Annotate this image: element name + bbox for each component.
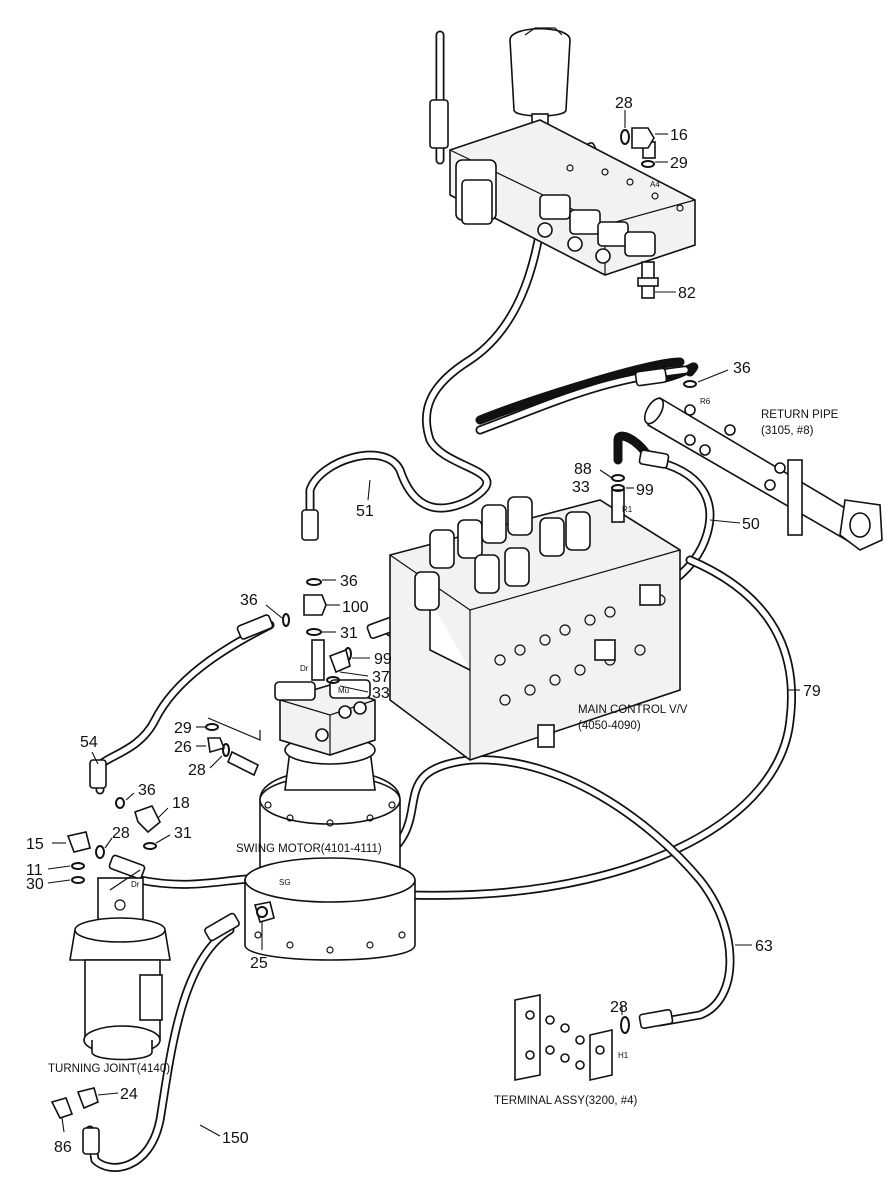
callout-25: 25 <box>250 955 268 972</box>
turning-joint-caption: TURNING JOINT(4140) <box>48 1063 170 1075</box>
callout-15: 15 <box>26 836 44 853</box>
callout-99-mid: 99 <box>636 482 654 499</box>
assembly-captions: RETURN PIPE (3105, #8) MAIN CONTROL V/V … <box>48 409 839 1107</box>
swing-motor-caption: SWING MOTOR(4101-4111) <box>236 843 382 855</box>
turning-joint <box>69 877 171 1061</box>
callout-86: 86 <box>54 1139 72 1156</box>
port-r1-label: R1 <box>622 505 633 514</box>
callout-28-b: 28 <box>112 825 130 842</box>
callout-63: 63 <box>755 938 773 955</box>
callout-36-c: 36 <box>138 782 156 799</box>
callout-28-term: 28 <box>610 999 628 1016</box>
main-control-caption: MAIN CONTROL V/V <box>578 704 688 716</box>
callout-36-b: 36 <box>240 592 258 609</box>
terminal-assy-caption: TERMINAL ASSY(3200, #4) <box>494 1095 638 1107</box>
terminal-assy <box>514 994 613 1082</box>
port-r6-label: R6 <box>700 397 711 406</box>
return-pipe-ref: (3105, #8) <box>761 425 814 437</box>
leader-lines <box>47 110 800 1137</box>
callout-99-low: 99 <box>374 651 392 668</box>
hose-150 <box>85 925 235 1172</box>
callout-33-mid: 33 <box>572 479 590 496</box>
swing-motor <box>244 639 416 961</box>
callout-16: 16 <box>670 127 688 144</box>
callout-numbers: 28 16 29 82 36 88 33 99 50 51 36 100 36 … <box>26 95 821 1156</box>
callout-36-a: 36 <box>340 573 358 590</box>
callout-33-low: 33 <box>372 685 390 702</box>
callout-26: 26 <box>174 739 192 756</box>
callout-51: 51 <box>356 503 374 520</box>
port-mu-label: Mu <box>338 686 349 695</box>
callout-150: 150 <box>222 1130 249 1147</box>
main-control-valve <box>389 489 681 761</box>
callout-88: 88 <box>574 461 592 478</box>
hose-51 <box>305 175 552 520</box>
hose-54 <box>95 620 275 795</box>
port-dr-label: Dr <box>300 664 309 673</box>
main-control-ref: (4050-4090) <box>578 720 641 732</box>
port-dr2-label: Dr <box>131 880 140 889</box>
callout-28-top: 28 <box>615 95 633 112</box>
port-h1-label: H1 <box>618 1051 629 1060</box>
callout-37: 37 <box>372 669 390 686</box>
callout-29-top: 29 <box>670 155 688 172</box>
callout-29-left: 29 <box>174 720 192 737</box>
callout-30: 30 <box>26 876 44 893</box>
callout-18: 18 <box>172 795 190 812</box>
callout-11: 11 <box>26 862 43 879</box>
port-labels: A4 R6 R1 Dr Mu SG Dr H1 <box>131 180 711 1060</box>
callout-36-right: 36 <box>733 360 751 377</box>
port-a4-label: A4 <box>650 180 660 189</box>
callout-54: 54 <box>80 734 98 751</box>
callout-100: 100 <box>342 599 369 616</box>
callout-82: 82 <box>678 285 696 302</box>
port-sg-label: SG <box>279 878 291 887</box>
callout-31-a: 31 <box>340 625 358 642</box>
return-pipe-caption: RETURN PIPE <box>761 409 839 421</box>
return-pipe <box>643 396 883 551</box>
callout-24: 24 <box>120 1086 138 1103</box>
pilot-block <box>449 27 696 299</box>
callout-50: 50 <box>742 516 760 533</box>
callout-28-left: 28 <box>188 762 206 779</box>
callout-31-b: 31 <box>174 825 192 842</box>
callout-79: 79 <box>803 683 821 700</box>
